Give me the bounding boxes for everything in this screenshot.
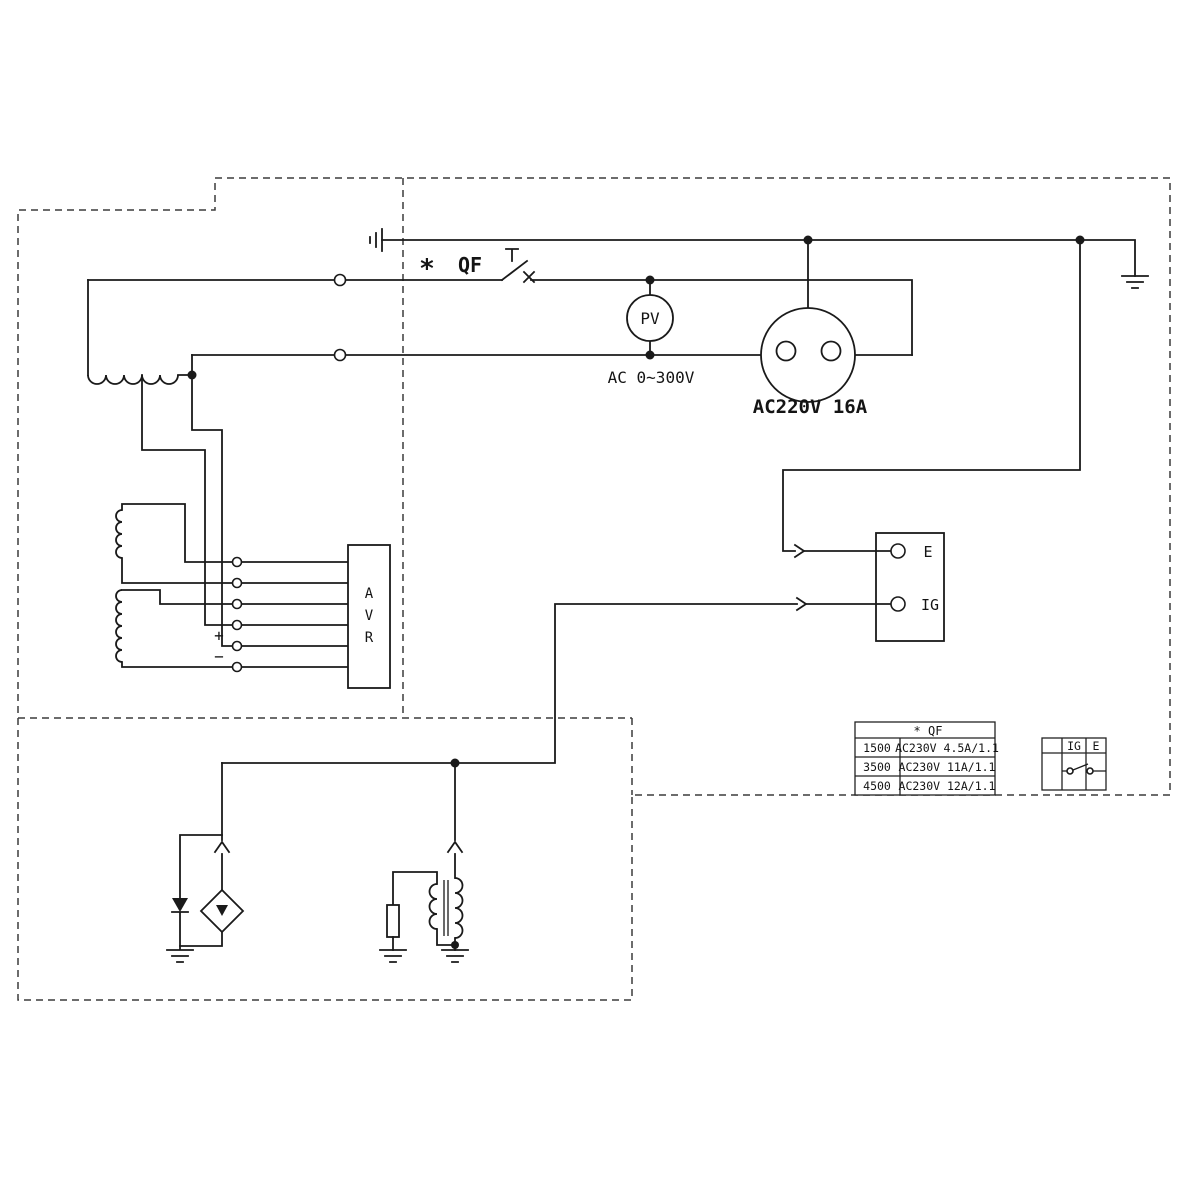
pv-voltmeter: PV AC 0~300V xyxy=(608,279,695,387)
stop-switch-table: IG E xyxy=(1041,737,1107,791)
winding-tap-2 xyxy=(191,374,233,647)
live-wire-right xyxy=(530,279,913,356)
avr: A V R + − xyxy=(214,544,391,689)
junction-dot xyxy=(451,941,459,949)
ignition-coil-circuit xyxy=(379,762,469,963)
ratings-spec: AC230V 12A/1.1 xyxy=(899,779,996,793)
ratings-header: * QF xyxy=(914,724,943,738)
resistor xyxy=(386,904,400,938)
coil-core xyxy=(443,880,449,936)
main-winding-coil xyxy=(87,374,179,385)
ac-socket: AC220V 16A xyxy=(191,239,913,418)
ground-symbol-coil xyxy=(441,949,469,963)
winding-tap-1 xyxy=(141,374,233,626)
ground-symbol-ignition xyxy=(166,945,194,963)
breaker-trip-tab xyxy=(505,248,519,262)
switch-table-grid xyxy=(1042,738,1106,790)
e-wire xyxy=(782,239,1081,552)
connector-ring xyxy=(333,273,347,287)
qf-breaker xyxy=(500,248,536,284)
field-winding-coil xyxy=(115,589,123,663)
terminal-e xyxy=(890,543,906,559)
ground-symbol-top-left xyxy=(369,228,383,252)
minus-label: − xyxy=(214,647,224,666)
ratings-spec: AC230V 4.5A/1.1 xyxy=(895,741,999,755)
stop-switch-symbol xyxy=(1062,763,1106,775)
avr-letter: R xyxy=(365,630,374,646)
socket-pin-hole xyxy=(775,340,797,362)
terminal-block xyxy=(875,532,945,642)
switch-table-frame xyxy=(1041,737,1107,791)
suppressor-symbol xyxy=(216,905,228,916)
aux-winding-coil xyxy=(115,509,123,559)
generator-windings xyxy=(87,279,233,668)
avr-terminal-ring xyxy=(231,556,243,568)
avr-terminal-ring xyxy=(231,598,243,610)
outer-boundary xyxy=(17,177,1171,1001)
diode-branch-wire xyxy=(179,834,223,899)
plus-label: + xyxy=(214,626,224,645)
e-connector-arrow xyxy=(793,543,806,559)
coil-secondary-winding xyxy=(428,883,438,930)
ratings-table-frame xyxy=(854,721,996,796)
socket-leads xyxy=(191,239,913,356)
connector-arrow-up xyxy=(446,840,464,854)
breaker-label: QF xyxy=(458,253,482,277)
ratings-table-grid xyxy=(855,737,995,795)
avr-terminal-ring xyxy=(231,577,243,589)
ignition-stop-circuit xyxy=(166,762,245,963)
aux-winding-top-lead xyxy=(121,503,233,563)
voltmeter-dial xyxy=(626,294,674,342)
resistor-lead xyxy=(392,871,438,906)
ratings-model: 1500 xyxy=(863,741,891,755)
connector-ring xyxy=(333,348,347,362)
coil-primary-winding xyxy=(454,877,464,939)
qf-breaker-circuit: * QF xyxy=(87,248,913,356)
ground-symbol-top-right xyxy=(1121,275,1149,289)
ratings-model: 3500 xyxy=(863,760,891,774)
terminal-e-label: E xyxy=(923,543,932,561)
diode-bar xyxy=(171,911,223,947)
section-boundaries xyxy=(17,177,1171,1001)
terminal-ig-label: IG xyxy=(921,596,939,614)
diode xyxy=(172,898,188,912)
breaker-star-label: * xyxy=(419,254,435,284)
earth-bus-wire xyxy=(381,239,1136,277)
voltmeter-range-label: AC 0~300V xyxy=(608,368,695,387)
socket-rating-label: AC220V 16A xyxy=(753,396,868,418)
ratings-spec: AC230V 11A/1.1 xyxy=(899,760,996,774)
engine-section-boundary xyxy=(18,717,633,795)
ig-wire xyxy=(221,603,892,764)
avr-letter: V xyxy=(365,608,374,624)
avr-lead-wires xyxy=(241,561,349,668)
connector-arrow-up xyxy=(213,840,231,854)
switch-table-ig-label: IG xyxy=(1067,739,1081,753)
breaker-blade xyxy=(500,259,529,282)
switch-table-e-label: E xyxy=(1093,739,1100,753)
control-terminals: E IG xyxy=(221,239,1081,768)
terminal-ig xyxy=(890,596,906,612)
field-winding-top-lead xyxy=(121,589,233,605)
ig-connector-arrow xyxy=(795,596,808,612)
avr-letter: A xyxy=(365,586,374,602)
socket-pin-hole xyxy=(820,340,842,362)
socket-body xyxy=(760,307,856,403)
avr-box xyxy=(347,544,391,689)
ratings-table: * QF 1500 AC230V 4.5A/1.1 3500 AC230V 11… xyxy=(854,721,999,796)
avr-terminal-ring xyxy=(231,619,243,631)
avr-terminal-ring xyxy=(231,661,243,673)
ratings-model: 4500 xyxy=(863,779,891,793)
avr-terminal-ring xyxy=(231,640,243,652)
aux-winding-bottom-lead xyxy=(121,557,233,584)
earth-bus xyxy=(369,228,1149,289)
field-winding-bottom-lead xyxy=(121,661,233,668)
voltmeter-label: PV xyxy=(640,309,660,328)
ground-symbol-resistor xyxy=(379,949,407,963)
